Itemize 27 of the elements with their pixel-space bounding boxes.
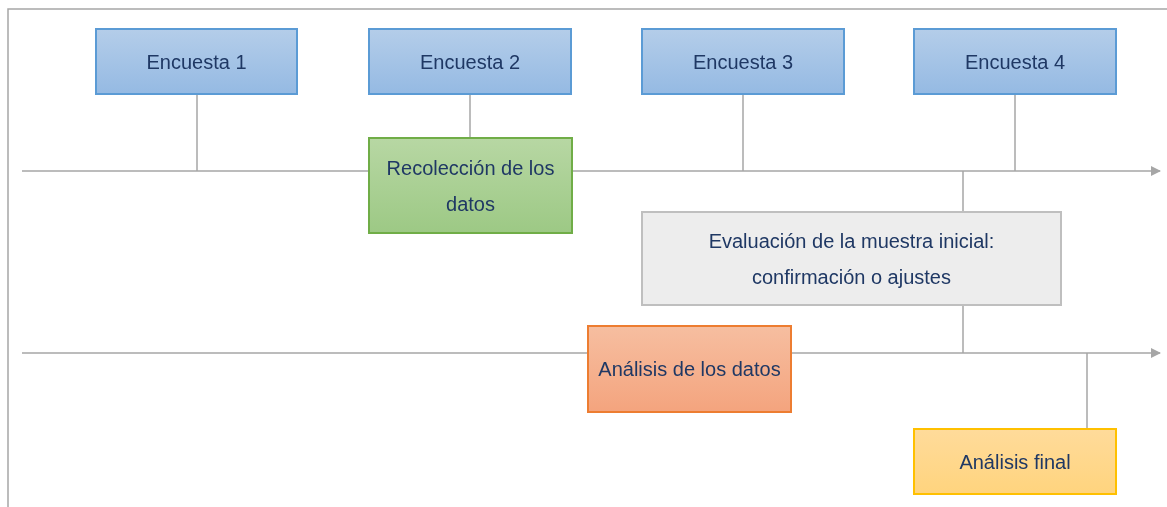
node-label: Evaluación de la muestra inicial: confirmación o ajustes <box>707 228 996 290</box>
node-label: Recolección de los datos <box>385 155 556 217</box>
connector-line <box>196 94 198 172</box>
connector-line <box>1086 352 1088 429</box>
survey-box <box>913 28 1117 95</box>
node-label: Encuesta 3 <box>692 49 794 75</box>
connector-line <box>21 352 588 354</box>
process-box <box>913 428 1117 495</box>
survey-box <box>641 28 845 95</box>
connector-line <box>1014 94 1016 172</box>
connector-line <box>469 94 471 138</box>
connector-line <box>742 94 744 172</box>
process-box <box>368 137 573 234</box>
process-box <box>641 211 1062 306</box>
connector-line <box>962 305 964 354</box>
node-label: Análisis de los datos <box>598 357 781 382</box>
connector-line <box>962 170 964 212</box>
arrow <box>572 166 1161 176</box>
node-label: Encuesta 2 <box>419 49 521 75</box>
survey-box <box>368 28 572 95</box>
survey-box <box>95 28 298 95</box>
node-label: Encuesta 1 <box>146 49 247 75</box>
node-label: Encuesta 4 <box>964 49 1066 75</box>
node-label: Análisis final <box>959 449 1071 475</box>
connector-line <box>21 170 369 172</box>
arrow <box>791 348 1161 358</box>
process-box <box>587 325 792 413</box>
